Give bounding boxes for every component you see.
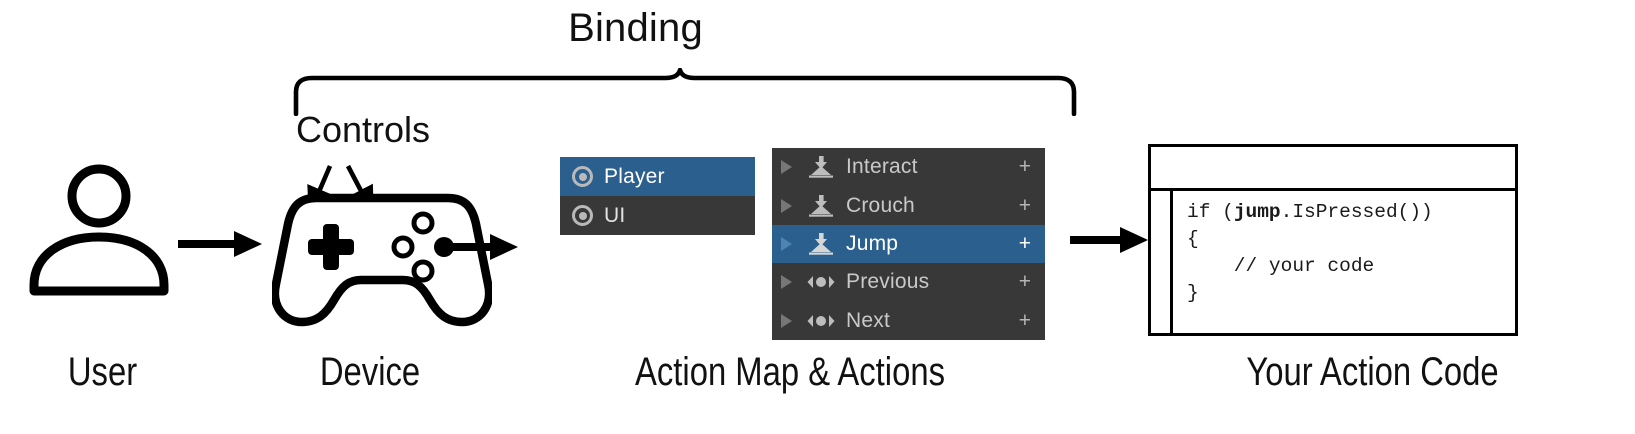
- gamepad-icon: [272, 193, 492, 327]
- right-arrow-icon: [1070, 227, 1148, 253]
- action-label: Jump: [846, 231, 899, 255]
- code-line-2: {: [1187, 228, 1199, 250]
- caption-user: User: [67, 350, 138, 394]
- action-row-next[interactable]: Next +: [772, 302, 1045, 340]
- add-binding-button[interactable]: +: [1018, 193, 1031, 217]
- add-binding-button[interactable]: +: [1018, 155, 1031, 179]
- code-window-titlebar: [1151, 147, 1515, 191]
- action-map-ring-icon: [572, 205, 593, 226]
- right-arrow-icon: [438, 234, 518, 260]
- action-row-crouch[interactable]: Crouch +: [772, 186, 1045, 224]
- add-binding-button[interactable]: +: [1018, 231, 1031, 255]
- action-label: Interact: [846, 155, 918, 179]
- user-person-icon: [29, 164, 169, 296]
- action-maps-panel[interactable]: Player UI: [560, 157, 755, 235]
- action-map-label: UI: [604, 203, 626, 227]
- action-row-interact[interactable]: Interact +: [772, 148, 1045, 186]
- button-action-icon: [806, 155, 836, 179]
- code-line-1: if (jump.IsPressed()): [1187, 199, 1515, 226]
- curly-brace-icon: [293, 68, 1077, 116]
- axis-action-icon: [806, 270, 836, 294]
- action-map-ring-icon: [572, 166, 593, 187]
- action-row-jump[interactable]: Jump +: [772, 224, 1045, 264]
- action-row-previous[interactable]: Previous +: [772, 263, 1045, 301]
- fold-triangle-icon[interactable]: [781, 313, 792, 328]
- action-label: Previous: [846, 270, 930, 294]
- action-label: Crouch: [846, 193, 915, 217]
- action-label: Next: [846, 308, 890, 332]
- code-line-1-post: .IsPressed()): [1280, 201, 1433, 223]
- code-window[interactable]: if (jump.IsPressed()) { // your code }: [1148, 144, 1518, 336]
- actions-panel[interactable]: Interact + Crouch +: [772, 148, 1045, 340]
- fold-triangle-icon[interactable]: [781, 275, 792, 290]
- controls-label: Controls: [296, 109, 431, 150]
- code-gutter: [1151, 191, 1173, 336]
- code-line-3: // your code: [1187, 255, 1375, 277]
- code-line-1-bold: jump: [1233, 201, 1281, 223]
- code-line-1-pre: if (: [1187, 201, 1234, 223]
- button-action-icon: [806, 194, 836, 218]
- fold-triangle-icon[interactable]: [781, 198, 792, 213]
- action-map-row-player[interactable]: Player: [560, 157, 755, 196]
- code-editor-area[interactable]: if (jump.IsPressed()) { // your code }: [1173, 191, 1515, 336]
- add-binding-button[interactable]: +: [1018, 308, 1031, 332]
- fold-triangle-icon[interactable]: [781, 160, 792, 175]
- action-map-label: Player: [604, 164, 665, 188]
- axis-action-icon: [806, 309, 836, 333]
- action-map-row-ui[interactable]: UI: [560, 196, 755, 235]
- caption-device: Device: [319, 350, 421, 394]
- binding-title: Binding: [0, 8, 1635, 48]
- right-arrow-icon: [178, 231, 262, 257]
- add-binding-button[interactable]: +: [1018, 270, 1031, 294]
- binding-title-text: Binding: [568, 6, 703, 50]
- code-window-body: if (jump.IsPressed()) { // your code }: [1151, 191, 1515, 336]
- fold-triangle-icon[interactable]: [781, 236, 792, 251]
- button-action-icon: [806, 232, 836, 256]
- caption-action-map: Action Map & Actions: [635, 350, 945, 394]
- code-line-4: }: [1187, 282, 1199, 304]
- caption-your-action-code: Your Action Code: [1246, 350, 1499, 394]
